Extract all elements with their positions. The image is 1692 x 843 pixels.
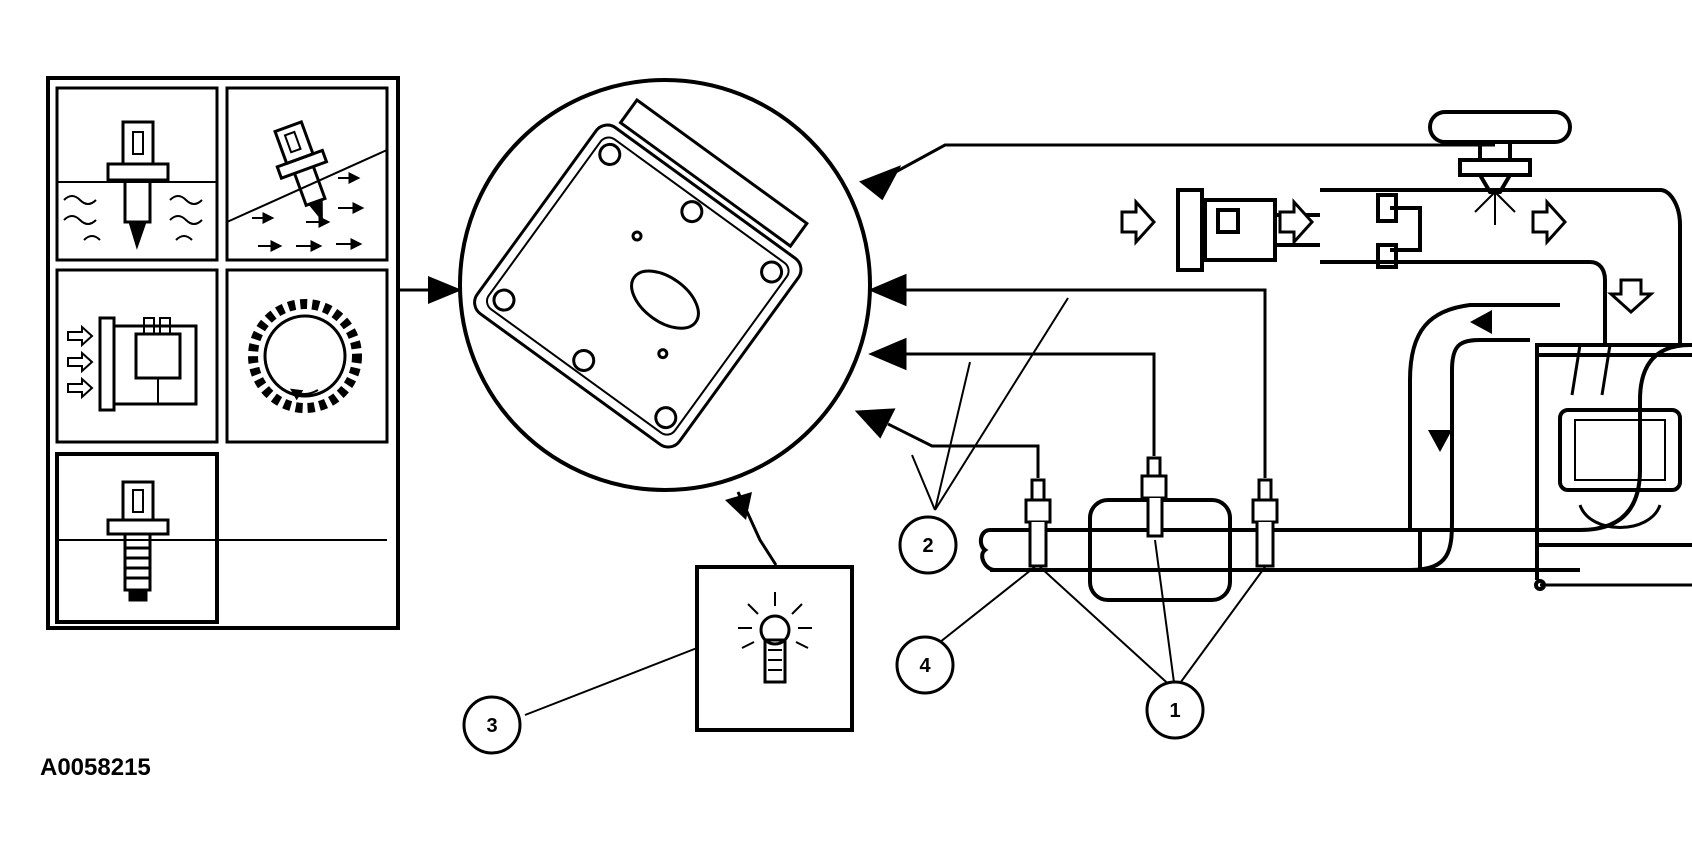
control-module-icon <box>458 78 872 492</box>
callouts: 1 2 3 4 <box>462 515 1205 755</box>
signal-wiring <box>854 143 1495 478</box>
leader-lines <box>524 297 1266 716</box>
figure-id: A0058215 <box>40 754 151 781</box>
flow-arrows <box>1120 198 1655 315</box>
module-to-lamp-arrow <box>725 491 778 566</box>
reluctor-wheel-sensor-icon <box>225 268 389 444</box>
svg-text:4: 4 <box>919 655 931 677</box>
svg-text:1: 1 <box>1169 700 1180 722</box>
threaded-sensor-icon <box>55 452 387 624</box>
svg-text:3: 3 <box>486 715 497 737</box>
exhaust-system-icon <box>978 303 1691 602</box>
svg-text:2: 2 <box>922 535 933 557</box>
sensor-panel <box>46 76 400 630</box>
inline-flow-sensor-icon <box>225 86 389 262</box>
callout-1: 1 <box>1145 680 1205 740</box>
indicator-lamp-icon <box>695 565 854 732</box>
immersion-sensor-icon <box>55 86 219 262</box>
callout-3: 3 <box>462 695 522 755</box>
solid-flow-arrows <box>1428 310 1492 452</box>
callout-4: 4 <box>895 635 955 695</box>
callout-2: 2 <box>898 515 958 575</box>
exhaust-sensors <box>1024 456 1279 568</box>
panel-to-module-arrow <box>398 276 462 304</box>
engine-cylinder-icon <box>1176 110 1692 591</box>
mass-airflow-sensor-icon <box>55 268 219 444</box>
